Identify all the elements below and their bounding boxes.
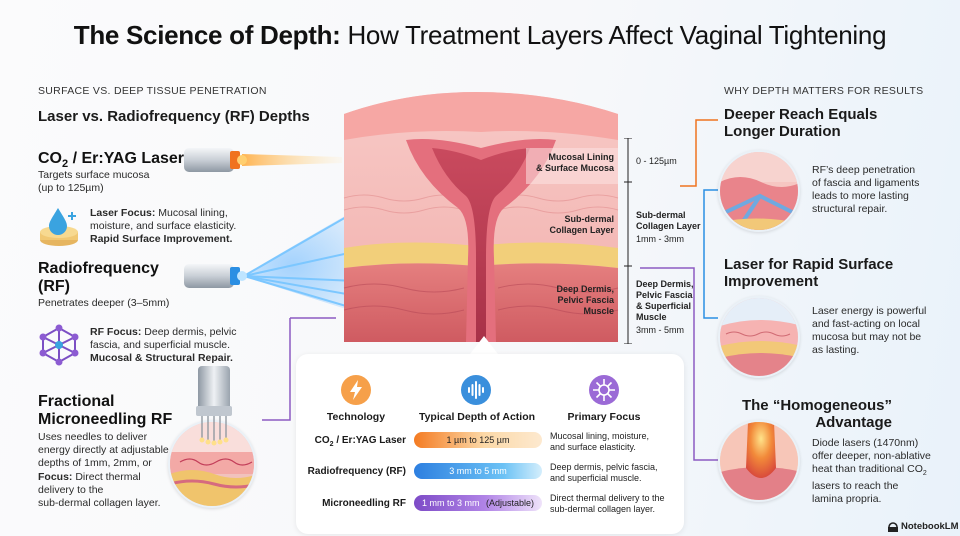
co2-laser-device-icon [184, 148, 342, 172]
diode-laser-heat-image [718, 420, 800, 502]
tissue-cross-section-diagram [343, 92, 619, 342]
left-heading: Laser vs. Radiofrequency (RF) Depths [38, 108, 310, 125]
right-s3-body: Diode lasers (1470nm)offer deeper, non-a… [812, 437, 931, 506]
co2-laser-title: CO2 / Er:YAG Laser [38, 150, 185, 171]
depth-range-2: Sub-dermal Collagen Layer 1mm - 3mm [636, 210, 701, 244]
right-s3-heading: The “Homogeneous”Advantage [741, 397, 892, 431]
co2-laser-focus: Laser Focus: Mucosal lining, moisture, a… [90, 207, 237, 245]
table-header-technology: Technology [326, 411, 386, 423]
table-row-2-depth-bar: 3 mm to 5 mm [414, 463, 542, 479]
table-header-focus: Primary Focus [567, 411, 641, 423]
table-header-depth: Typical Depth of Action [418, 411, 536, 423]
page-title: The Science of Depth: How Treatment Laye… [0, 20, 960, 51]
layer-label-subdermal: Sub-dermal Collagen Layer [549, 214, 614, 235]
title-rest: How Treatment Layers Affect Vaginal Tigh… [347, 20, 887, 50]
table-row-1-depth-bar: 1 µm to 125 µm [414, 432, 542, 448]
lightning-icon [341, 375, 371, 405]
title-bold: The Science of Depth: [73, 20, 341, 50]
depth-range-3: Deep Dermis, Pelvic Fascia & Superficial… [636, 279, 694, 335]
table-row-1-focus: Mucosal lining, moisture,and surface ela… [550, 431, 650, 452]
notebooklm-logo: NotebookLM [888, 521, 959, 532]
layer-label-deep: Deep Dermis, Pelvic Fascia Muscle [556, 284, 614, 316]
table-row-3-depth-bar: 1 mm to 3 mm (Adjustable) [414, 495, 542, 511]
microneedling-handpiece-icon [196, 366, 232, 446]
layer-label-mucosal: Mucosal Lining & Surface Mucosa [535, 152, 614, 173]
rf-title: Radiofrequency (RF) [38, 260, 159, 295]
fascia-ligament-image [718, 150, 800, 232]
depth-scale-bracket [624, 138, 632, 344]
target-network-icon [589, 375, 619, 405]
surface-mucosa-image [718, 296, 800, 378]
table-row-2-focus: Deep dermis, pelvic fascia,and superfici… [550, 462, 658, 483]
table-row-1-tech: CO2 / Er:YAG Laser [314, 435, 406, 448]
table-row-3-tech: Microneedling RF [322, 498, 406, 509]
rf-desc: Penetrates deeper (3–5mm) [38, 297, 170, 309]
table-row-2-tech: Radiofrequency (RF) [307, 466, 406, 477]
microneedling-tissue-image [168, 420, 256, 508]
rf-focus: RF Focus: Deep dermis, pelvic fascia, an… [90, 326, 237, 364]
right-kicker: WHY DEPTH MATTERS FOR RESULTS [724, 85, 924, 97]
notebooklm-logo-icon [888, 521, 898, 532]
depth-range-1: 0 - 125µm [636, 156, 677, 166]
waveform-icon [461, 375, 491, 405]
molecule-network-icon [39, 324, 79, 366]
microneedling-desc: Uses needles to deliver energy directly … [38, 431, 169, 469]
microneedling-focus: Focus: Direct thermal delivery to the su… [38, 471, 161, 509]
moisture-drop-icon [40, 208, 78, 246]
microneedling-title: Fractional Microneedling RF [38, 393, 173, 428]
co2-laser-desc: Targets surface mucosa (up to 125µm) [38, 169, 150, 194]
left-kicker: SURFACE VS. DEEP TISSUE PENETRATION [38, 85, 267, 97]
